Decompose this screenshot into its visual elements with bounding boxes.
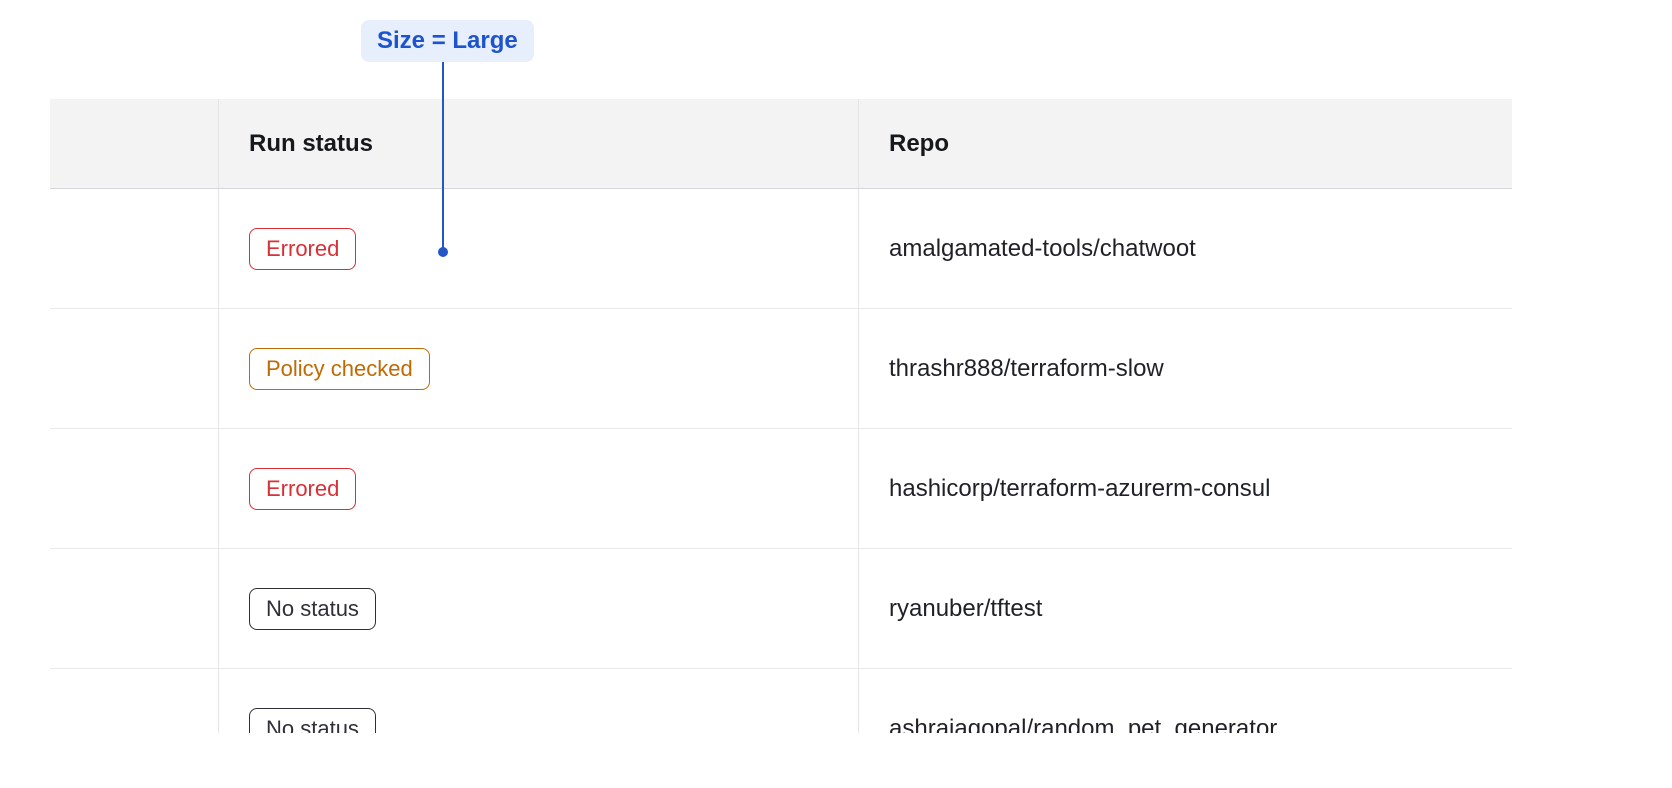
blank-cell <box>50 549 218 668</box>
size-annotation-line <box>442 58 444 248</box>
table-body: Errored amalgamated-tools/chatwoot Polic… <box>50 189 1512 733</box>
header-cell-run-status[interactable]: Run status <box>218 99 858 188</box>
size-annotation-dot <box>438 247 448 257</box>
table-row[interactable]: No status ashrajagopal/random_pet_genera… <box>50 669 1512 733</box>
repo-cell-text: hashicorp/terraform-azurerm-consul <box>889 474 1271 502</box>
repo-cell-text: amalgamated-tools/chatwoot <box>889 234 1196 262</box>
repo-cell: amalgamated-tools/chatwoot <box>858 189 1512 308</box>
table-header-row: Run status Repo <box>50 99 1512 189</box>
repo-cell: ryanuber/tftest <box>858 549 1512 668</box>
blank-cell <box>50 309 218 428</box>
status-badge: No status <box>249 587 376 630</box>
run-status-cell: Errored <box>218 189 858 308</box>
repo-cell: ashrajagopal/random_pet_generator <box>858 669 1512 733</box>
status-badge: Errored <box>249 467 357 510</box>
repo-cell-text: thrashr888/terraform-slow <box>889 354 1164 382</box>
table-row[interactable]: Policy checked thrashr888/terraform-slow <box>50 309 1512 429</box>
header-cell-repo[interactable]: Repo <box>858 99 1512 188</box>
blank-cell <box>50 189 218 308</box>
run-status-cell: Policy checked <box>218 309 858 428</box>
run-status-cell: Errored <box>218 429 858 548</box>
run-status-cell: No status <box>218 549 858 668</box>
run-status-cell: No status <box>218 669 858 733</box>
header-cell-blank <box>50 99 218 188</box>
status-badge: Errored <box>249 227 357 270</box>
runs-table: Run status Repo Errored amalgamated-tool… <box>50 99 1512 733</box>
repo-cell-text: ryanuber/tftest <box>889 594 1043 622</box>
header-label-repo: Repo <box>889 129 949 157</box>
status-badge: No status <box>249 707 376 733</box>
status-badge: Policy checked <box>249 347 430 390</box>
size-annotation-label: Size = Large <box>361 20 534 62</box>
repo-cell: thrashr888/terraform-slow <box>858 309 1512 428</box>
table-row[interactable]: No status ryanuber/tftest <box>50 549 1512 669</box>
header-label-run-status: Run status <box>249 129 374 157</box>
blank-cell <box>50 429 218 548</box>
blank-cell <box>50 669 218 733</box>
table-row[interactable]: Errored amalgamated-tools/chatwoot <box>50 189 1512 309</box>
repo-cell-text: ashrajagopal/random_pet_generator <box>889 714 1278 734</box>
repo-cell: hashicorp/terraform-azurerm-consul <box>858 429 1512 548</box>
table-row[interactable]: Errored hashicorp/terraform-azurerm-cons… <box>50 429 1512 549</box>
